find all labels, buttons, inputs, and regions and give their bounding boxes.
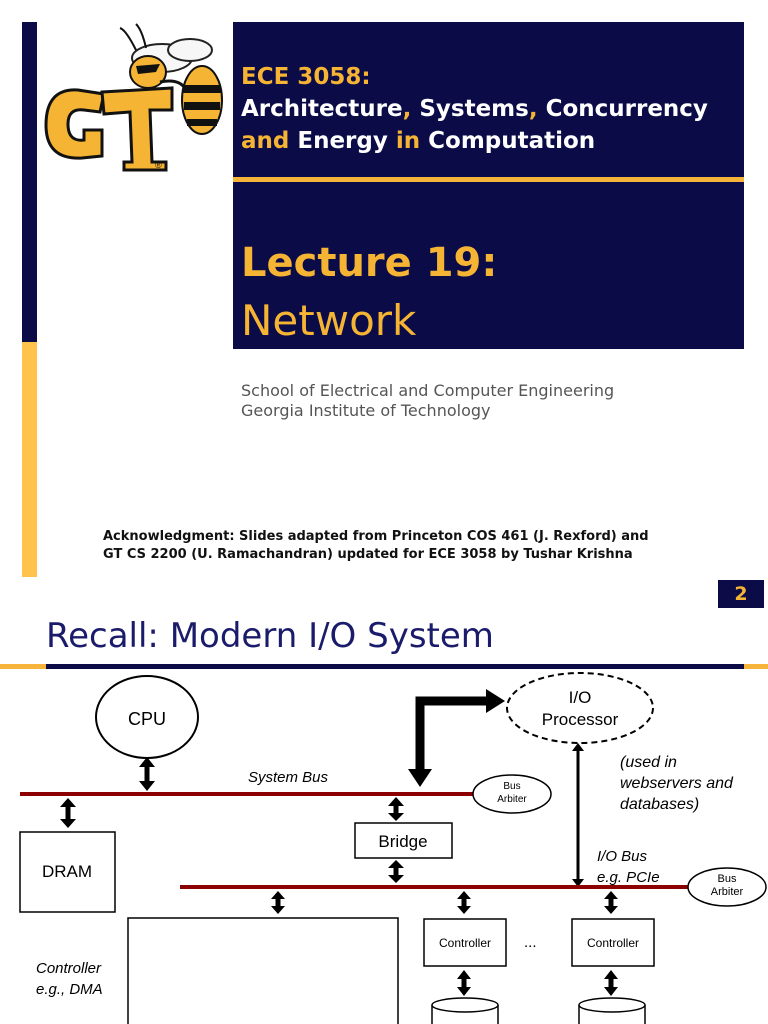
title-slide: ® ECE 3058: Architecture, Systems, Concu…: [22, 22, 744, 577]
course-title-line-2: and Energy in Computation: [241, 128, 596, 154]
controller-2-node: Controller: [571, 918, 655, 967]
slide-title: Recall: Modern I/O System: [46, 616, 494, 656]
georgia-tech-logo: ®: [44, 23, 223, 172]
dram-node: DRAM: [19, 831, 116, 913]
iobus-dma-arrow-icon: [271, 891, 285, 914]
svg-text:CPU: CPU: [128, 709, 166, 729]
svg-text:webservers and: webservers and: [620, 775, 734, 792]
registered-mark: ®: [155, 160, 162, 170]
system-bus-label: System Bus: [248, 769, 329, 786]
title-rule-navy: [46, 664, 744, 669]
lecture-number: Lecture 19:: [241, 240, 498, 286]
svg-text:Arbiter: Arbiter: [711, 886, 744, 898]
bus-bridge-arrow-icon: [388, 797, 404, 821]
io-processor-note: (used in webservers and databases): [620, 754, 734, 813]
course-title-line-1: Architecture, Systems, Concurrency: [241, 96, 708, 122]
left-accent-bar-navy: [22, 22, 37, 342]
bridge-node: Bridge: [354, 822, 453, 859]
io-processor-node: I/O Processor: [506, 672, 654, 744]
io-processor-bus-arrow-icon: [572, 743, 584, 887]
controller2-disk-arrow-icon: [604, 970, 618, 996]
io-system-diagram: CPU System Bus Bus Arbiter I/O Processor…: [19, 672, 767, 1024]
system-bus-to-io-processor-arrow-icon: [408, 689, 505, 787]
dma-controller-node: [127, 917, 399, 1024]
page-number: 2: [718, 580, 764, 608]
school-line-2: Georgia Institute of Technology: [241, 401, 491, 420]
controllers-ellipsis: ...: [524, 934, 537, 951]
dma-note: Controller e.g., DMA: [36, 960, 103, 998]
lecture-title-box: [233, 182, 744, 349]
school-line-1: School of Electrical and Computer Engine…: [241, 381, 615, 400]
acknowledgment: Acknowledgment: Slides adapted from Prin…: [103, 528, 649, 564]
svg-text:Controller: Controller: [36, 960, 102, 977]
controller-1-node: Controller: [423, 918, 507, 967]
svg-text:Bus: Bus: [718, 873, 737, 885]
svg-text:Processor: Processor: [542, 710, 619, 729]
io-bus-label: I/O Bus e.g. PCIe: [597, 848, 660, 886]
svg-text:e.g. PCIe: e.g. PCIe: [597, 869, 660, 886]
lecture-topic: Network: [241, 296, 417, 345]
disk-1-icon: [431, 997, 499, 1024]
io-system-slide: 2 Recall: Modern I/O System CPU System B…: [0, 580, 768, 1024]
school-affiliation: School of Electrical and Computer Engine…: [241, 381, 614, 421]
course-title-box: [233, 22, 744, 177]
svg-text:I/O Bus: I/O Bus: [597, 848, 648, 865]
svg-text:databases): databases): [620, 796, 699, 813]
svg-text:I/O: I/O: [569, 688, 592, 707]
acknowledgment-line-1: Acknowledgment: Slides adapted from Prin…: [103, 529, 649, 544]
svg-text:Bus: Bus: [503, 781, 520, 792]
svg-text:Controller: Controller: [439, 936, 491, 950]
course-code: ECE 3058:: [241, 64, 371, 90]
bus-dram-arrow-icon: [60, 798, 76, 828]
bus-arbiter-1: Bus Arbiter: [472, 774, 552, 814]
svg-text:e.g., DMA: e.g., DMA: [36, 981, 103, 998]
disk-2-icon: [578, 997, 646, 1024]
svg-text:(used in: (used in: [620, 754, 677, 771]
controller1-disk-arrow-icon: [457, 970, 471, 996]
acknowledgment-line-2: GT CS 2200 (U. Ramachandran) updated for…: [103, 547, 633, 562]
iobus-controller1-arrow-icon: [457, 891, 471, 914]
svg-text:Controller: Controller: [587, 936, 639, 950]
svg-text:Arbiter: Arbiter: [497, 794, 527, 805]
cpu-node: CPU: [95, 675, 199, 759]
bridge-iobus-arrow-icon: [388, 860, 404, 883]
gt-letters-icon: [44, 86, 174, 172]
svg-text:Bridge: Bridge: [378, 832, 427, 851]
cpu-bus-arrow-icon: [139, 757, 155, 791]
yellow-jacket-mascot-icon: [119, 23, 223, 135]
bus-arbiter-2: Bus Arbiter: [687, 867, 767, 907]
iobus-controller2-arrow-icon: [604, 891, 618, 914]
svg-text:DRAM: DRAM: [42, 862, 92, 881]
left-accent-bar-gold: [22, 342, 37, 577]
title-separator: [233, 177, 744, 182]
